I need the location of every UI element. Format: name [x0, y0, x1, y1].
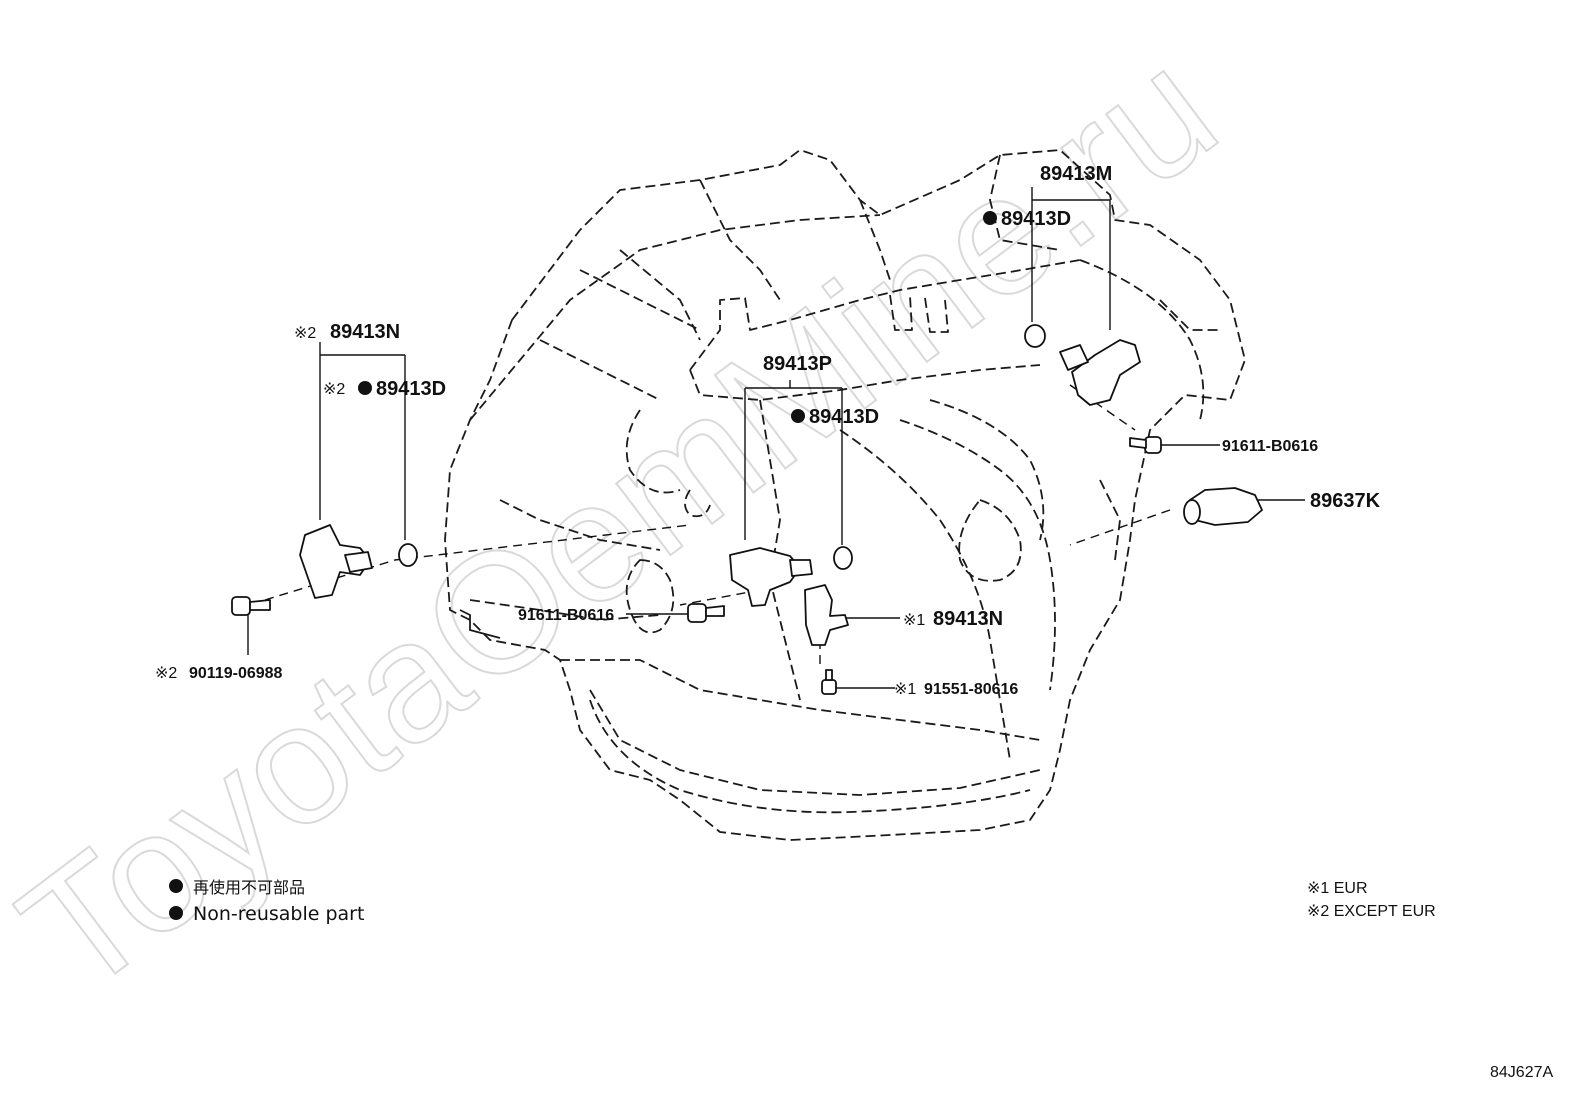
label-89413D-mid: 89413D: [809, 406, 879, 428]
sensor-89413N-left: [299, 524, 373, 599]
label-89413D-left: 89413D: [376, 378, 446, 400]
label-91611-right: 91611-B0616: [1222, 438, 1318, 455]
sensor-89413P: [729, 547, 813, 607]
diagram-code: 84J627A: [1490, 1064, 1553, 1081]
mark-ref1-bolt: ※1: [894, 681, 916, 698]
o-ring-mid: [833, 546, 853, 570]
notes: ※1 EUR ※2 EXCEPT EUR: [1307, 880, 1436, 920]
bolt-91551: [821, 669, 837, 695]
label-89637K: 89637K: [1310, 490, 1381, 512]
mark-ref2-left: ※2: [294, 325, 316, 342]
legend-marker-japanese: [169, 879, 183, 893]
bolt-91611-mid: [687, 603, 725, 623]
sensor-89413M: [1059, 339, 1141, 406]
label-90119: 90119-06988: [189, 665, 283, 682]
legend-japanese: 再使用不可部品: [193, 878, 305, 897]
legend: 再使用不可部品 Non-reusable part: [169, 878, 364, 925]
label-91611-mid: 91611-B0616: [518, 607, 614, 624]
mark-ref2-bolt: ※2: [155, 665, 177, 682]
nonreusable-marker-left: [358, 381, 372, 395]
label-89413D-top: 89413D: [1001, 208, 1071, 230]
callouts: 89413M 89413D ※2 89413N ※2 89413D 89413P…: [155, 163, 1381, 698]
note-eur: ※1 EUR: [1307, 880, 1368, 897]
label-89413M: 89413M: [1040, 163, 1112, 185]
o-ring-left: [398, 543, 418, 567]
transmission-housing: [444, 149, 1246, 841]
note-except-eur: ※2 EXCEPT EUR: [1307, 903, 1436, 920]
bolt-91611-right: [1129, 436, 1162, 454]
label-91551: 91551-80616: [924, 681, 1018, 698]
label-89413N-left: 89413N: [330, 321, 400, 343]
legend-marker-english: [169, 906, 183, 920]
bolt-90119: [231, 596, 271, 616]
mark-ref2-left-d: ※2: [323, 381, 345, 398]
label-89413P: 89413P: [763, 353, 832, 375]
mark-ref1-mid: ※1: [903, 612, 925, 629]
nonreusable-marker-mid: [791, 409, 805, 423]
sensor-89413N-mid: [804, 584, 849, 646]
nonreusable-marker-top: [983, 211, 997, 225]
o-ring-top: [1024, 324, 1046, 348]
switch-89637K: [1183, 487, 1263, 526]
label-89413N-mid: 89413N: [933, 608, 1003, 630]
legend-english: Non-reusable part: [193, 903, 364, 925]
